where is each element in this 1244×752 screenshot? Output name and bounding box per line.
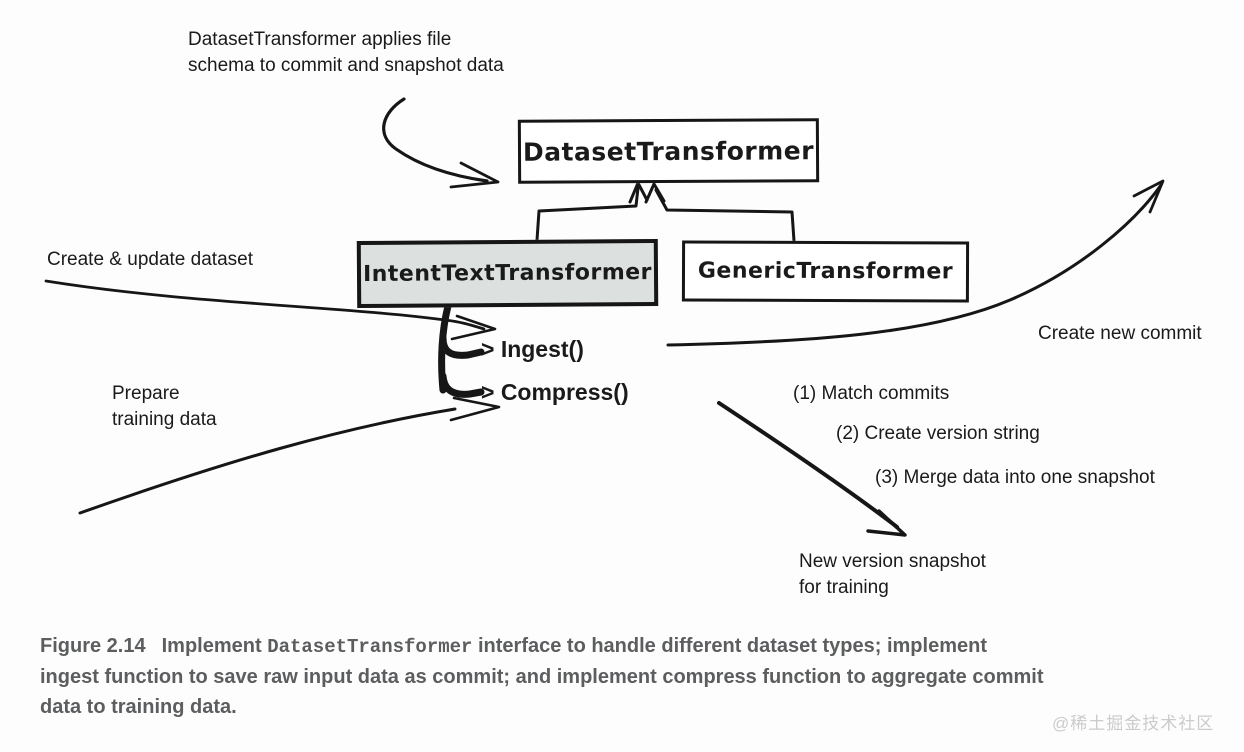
note-arrow	[382, 97, 500, 189]
new-version-snapshot-line-1: New version snapshot	[799, 551, 986, 572]
new-version-snapshot-label: New version snapshot for training	[799, 549, 986, 601]
generic-transformer-label: GenericTransformer	[697, 258, 954, 285]
step-1-label: (1) Match commits	[793, 383, 950, 404]
top-note-line-1: DatasetTransformer applies file	[188, 29, 452, 50]
generic-transformer-box: GenericTransformer	[681, 240, 970, 303]
dataset-transformer-box: DatasetTransformer	[517, 118, 820, 184]
caption-code-token: DatasetTransformer	[267, 636, 473, 658]
compress-method-label: > Compress()	[481, 379, 629, 405]
top-note: DatasetTransformer applies file schema t…	[188, 27, 504, 79]
intent-text-transformer-box: IntentTextTransformer	[356, 238, 659, 309]
caption-line-2: ingest function to save raw input data a…	[40, 666, 1044, 688]
intent-text-transformer-label: IntentTextTransformer	[362, 259, 653, 288]
new-version-snapshot-line-2: for training	[799, 577, 889, 598]
step-2-label: (2) Create version string	[836, 423, 1040, 444]
create-update-dataset-label: Create & update dataset	[47, 249, 253, 270]
watermark: @稀土掘金技术社区	[1052, 714, 1215, 733]
prepare-training-label: Prepare training data	[112, 381, 217, 433]
step-3-label: (3) Merge data into one snapshot	[875, 467, 1155, 488]
snapshot-arrow	[717, 401, 907, 537]
create-commit-arrow	[666, 179, 1165, 347]
prepare-training-line-2: training data	[112, 409, 217, 430]
prepare-training-line-1: Prepare	[112, 383, 180, 404]
create-new-commit-label: Create new commit	[1038, 323, 1202, 344]
caption-line1-pre: Implement	[161, 635, 268, 657]
create-update-arrow	[44, 279, 497, 341]
inheritance-arrow-left	[535, 181, 649, 242]
top-note-line-2: schema to commit and snapshot data	[188, 55, 504, 76]
caption-line-3: data to training data.	[40, 696, 237, 718]
dataset-transformer-label: DatasetTransformer	[522, 135, 815, 167]
inheritance-arrow-right	[644, 182, 796, 243]
prepare-arrow	[78, 396, 501, 515]
method-bracket	[438, 302, 485, 398]
ingest-method-label: > Ingest()	[481, 336, 584, 362]
caption-line1-post: interface to handle different dataset ty…	[472, 635, 987, 657]
figure-number: Figure 2.14	[40, 635, 146, 657]
